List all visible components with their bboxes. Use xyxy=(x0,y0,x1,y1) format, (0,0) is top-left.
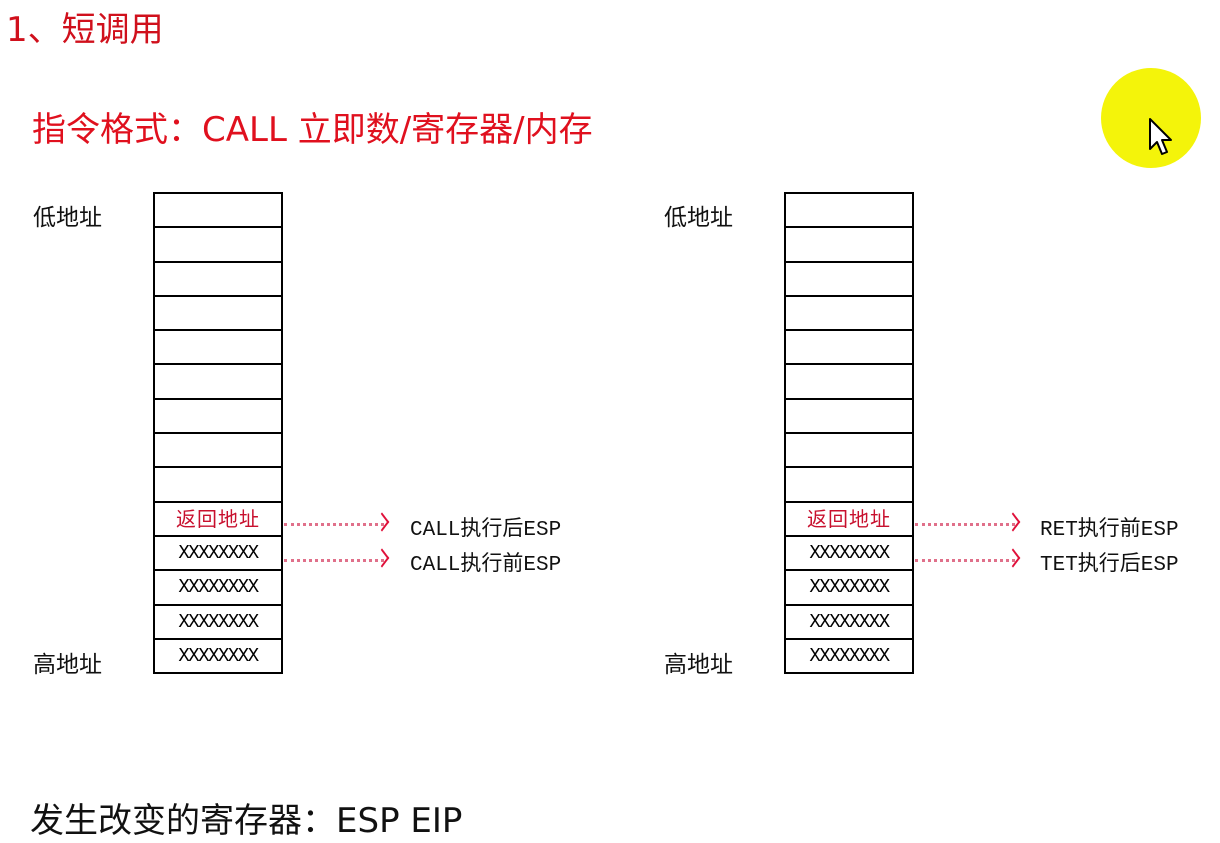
pointer-arrow xyxy=(284,548,390,568)
stack-cell: XXXXXXXX xyxy=(155,537,281,572)
stack-cell xyxy=(155,297,281,332)
stack-cell xyxy=(786,194,912,229)
stack-cell xyxy=(786,228,912,263)
stack-cell: XXXXXXXX xyxy=(155,640,281,675)
pointer-arrow xyxy=(284,512,390,532)
low-address-label: 低地址 xyxy=(664,205,733,231)
esp-after-ret-label: TET执行后ESP xyxy=(1040,554,1179,577)
stack-cell: XXXXXXXX xyxy=(786,640,912,675)
low-address-label: 低地址 xyxy=(33,205,102,231)
stack: 返回地址 XXXXXXXX XXXXXXXX XXXXXXXX XXXXXXXX xyxy=(153,192,283,675)
stack: 返回地址 XXXXXXXX XXXXXXXX XXXXXXXX XXXXXXXX xyxy=(784,192,914,675)
stack-cell: XXXXXXXX xyxy=(786,606,912,640)
high-address-label: 高地址 xyxy=(664,652,733,678)
stack-cell: XXXXXXXX xyxy=(786,571,912,606)
stack-cell xyxy=(155,468,281,503)
stack-cell: XXXXXXXX xyxy=(155,571,281,606)
stack-cell: XXXXXXXX xyxy=(155,606,281,640)
stack-cell xyxy=(155,434,281,469)
slide-title: 1、短调用 xyxy=(6,10,164,50)
stack-cell xyxy=(786,365,912,400)
stack-cell xyxy=(786,434,912,469)
high-address-label: 高地址 xyxy=(33,652,102,678)
stack-cell xyxy=(155,365,281,400)
pointer-arrow xyxy=(915,548,1021,568)
stack-cell xyxy=(155,194,281,229)
stack-cell xyxy=(786,297,912,332)
mouse-pointer-icon xyxy=(1148,117,1174,161)
stack-cell xyxy=(155,228,281,263)
stack-cell xyxy=(155,263,281,297)
stack-cell xyxy=(155,400,281,435)
stack-cell-return-address: 返回地址 xyxy=(786,503,912,537)
stack-cell xyxy=(786,400,912,435)
stack-cell xyxy=(786,468,912,503)
stack-cell-return-address: 返回地址 xyxy=(155,503,281,537)
pointer-arrow xyxy=(915,512,1021,532)
esp-after-call-label: CALL执行后ESP xyxy=(410,519,562,542)
esp-before-call-label: CALL执行前ESP xyxy=(410,554,562,577)
esp-before-ret-label: RET执行前ESP xyxy=(1040,519,1179,542)
stack-cell xyxy=(786,331,912,366)
stack-cell xyxy=(155,331,281,366)
stack-cell: XXXXXXXX xyxy=(786,537,912,572)
cursor-highlight xyxy=(1101,68,1201,168)
changed-registers: 发生改变的寄存器：ESP EIP xyxy=(30,801,463,841)
stack-cell xyxy=(786,263,912,297)
instruction-format: 指令格式：CALL 立即数/寄存器/内存 xyxy=(32,110,593,150)
